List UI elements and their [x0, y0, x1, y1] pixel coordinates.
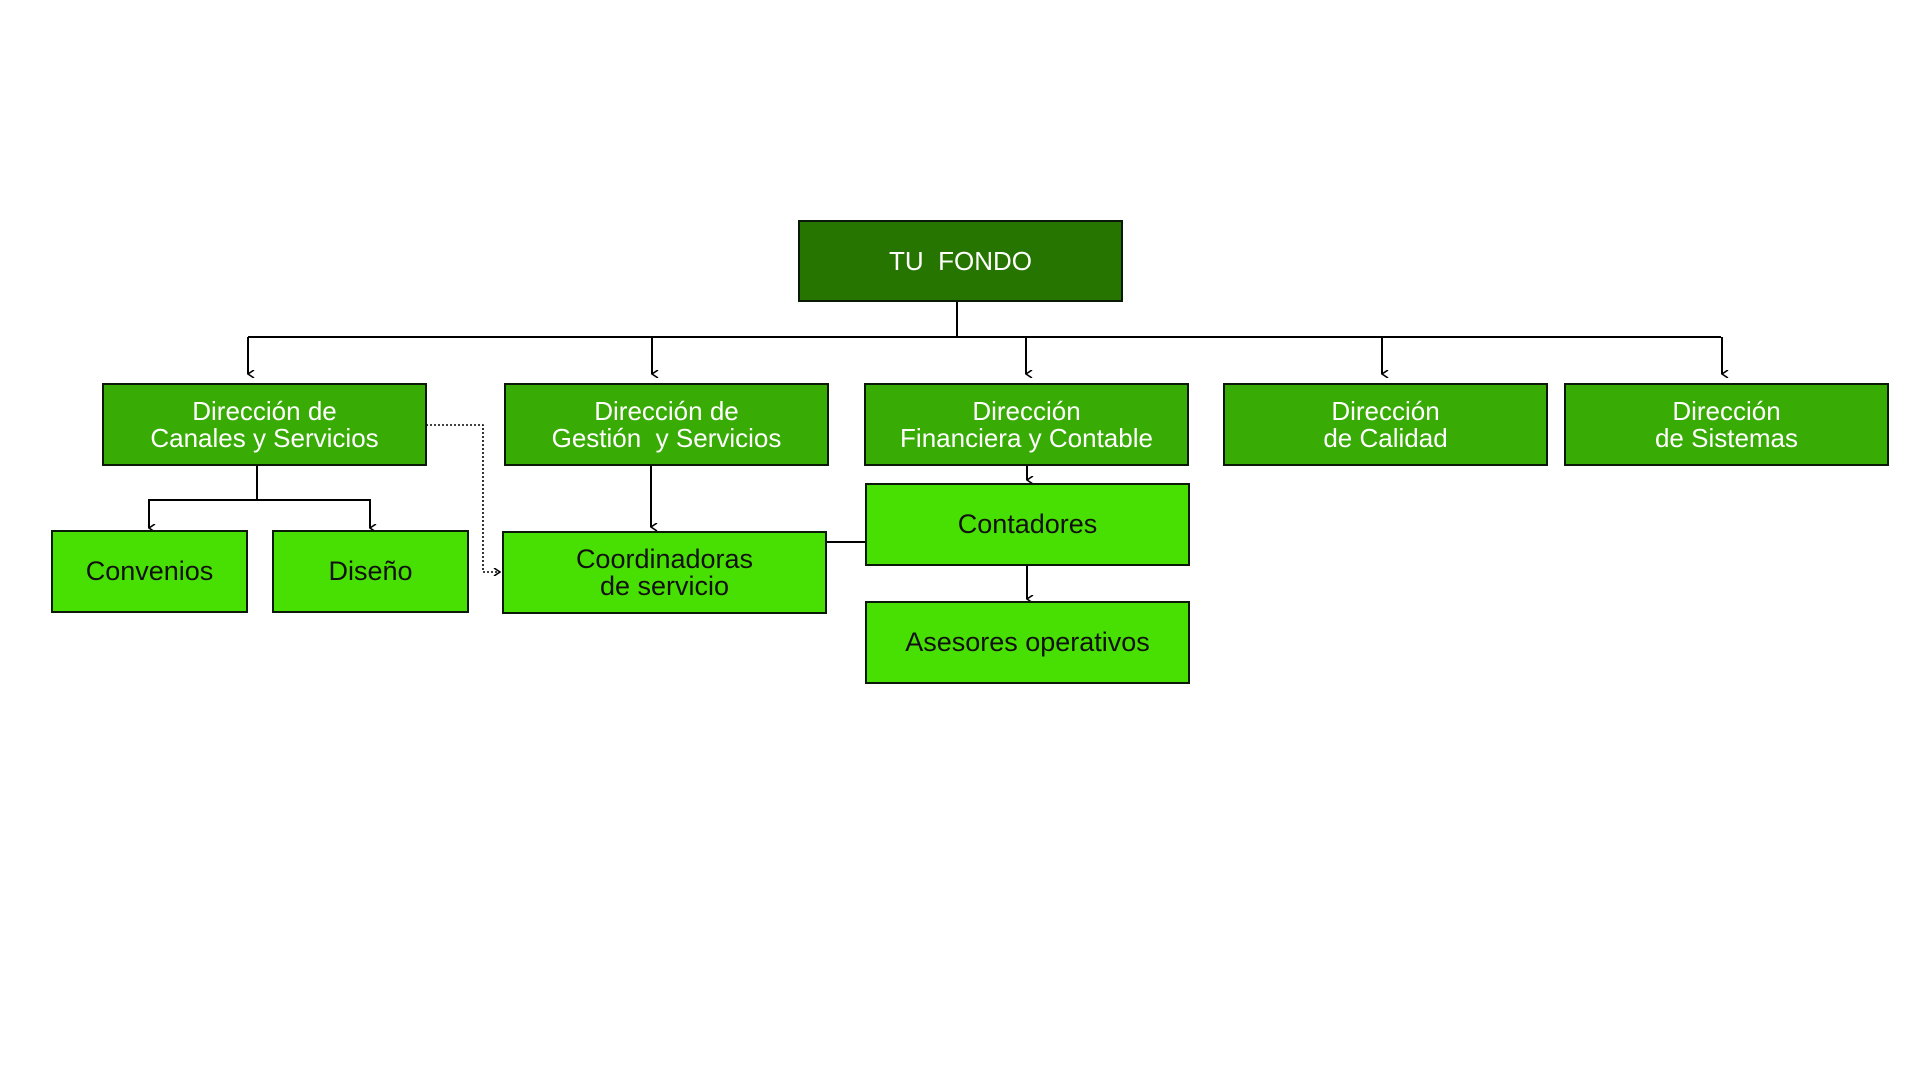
unit-contadores-node: Contadores: [865, 483, 1190, 566]
unit-diseno-label: Diseño: [328, 556, 413, 586]
dept-canales-line1: Dirección de: [192, 395, 337, 426]
unit-coordinadoras-line1: Coordinadoras: [575, 543, 754, 574]
unit-diseno-node: Diseño: [272, 530, 469, 613]
dept-sistemas-line1: Dirección: [1672, 395, 1781, 426]
root-node: TU FONDO: [798, 220, 1123, 302]
dept-gestion-node: Dirección de Gestión y Servicios: [504, 383, 829, 466]
dept-calidad-node: Dirección de Calidad: [1223, 383, 1548, 466]
dept-financiera-line2: Financiera y Contable: [900, 422, 1153, 453]
dept-sistemas-node: Dirección de Sistemas: [1564, 383, 1889, 466]
unit-asesores-node: Asesores operativos: [865, 601, 1190, 684]
dept-financiera-node: Dirección Financiera y Contable: [864, 383, 1189, 466]
unit-convenios-node: Convenios: [51, 530, 248, 613]
dotted-link-canales-coordinadoras: [426, 424, 500, 572]
dept-gestion-line1: Dirección de: [594, 395, 739, 426]
dept-sistemas-line2: de Sistemas: [1654, 422, 1799, 453]
canales-branch-line: [148, 465, 258, 528]
dept-financiera-line1: Dirección: [972, 395, 1081, 426]
unit-contadores-label: Contadores: [957, 509, 1098, 539]
dept-canales-node: Dirección de Canales y Servicios: [102, 383, 427, 466]
dept-calidad-line1: Dirección: [1331, 395, 1440, 426]
dept-canales-line2: Canales y Servicios: [150, 422, 379, 453]
dept-calidad-line2: de Calidad: [1323, 422, 1448, 453]
unit-coordinadoras-node: Coordinadoras de servicio: [502, 531, 827, 614]
dept-gestion-line2: Gestión y Servicios: [551, 422, 782, 453]
root-label: TU FONDO: [889, 245, 1032, 276]
canales-to-diseno-line: [257, 499, 370, 528]
unit-convenios-label: Convenios: [85, 556, 214, 586]
unit-coordinadoras-line2: de servicio: [599, 570, 730, 601]
unit-asesores-label: Asesores operativos: [905, 627, 1150, 657]
